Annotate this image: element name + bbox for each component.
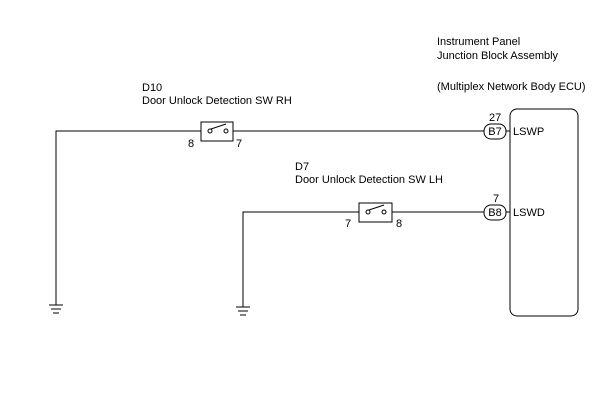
switch-rh-code: D10 <box>142 82 163 94</box>
ecu-title-line3: (Multiplex Network Body ECU) <box>437 81 586 93</box>
switch-lh-name: Door Unlock Detection SW LH <box>295 174 443 186</box>
ecu-title-line1: Instrument Panel <box>437 36 521 48</box>
terminal-b8-pin: 7 <box>493 193 499 205</box>
switch-lh-code: D7 <box>295 161 310 173</box>
switch-rh-pin-left: 8 <box>188 138 194 150</box>
terminal-b7-signal: LSWP <box>513 126 544 138</box>
wire-lh-ground <box>242 211 359 307</box>
switch-lh <box>358 202 393 223</box>
terminal-b8-signal: LSWD <box>513 207 545 219</box>
wire-rh-ground <box>55 130 201 305</box>
connector-b8 <box>483 204 507 221</box>
switch-rh <box>200 121 234 142</box>
switch-rh-pin-right: 7 <box>236 138 242 150</box>
ground-icon <box>49 304 63 314</box>
ecu-title-line2: Junction Block Assembly <box>437 50 559 62</box>
connector-b7 <box>483 123 507 140</box>
switch-lh-pin-left: 7 <box>345 218 351 230</box>
terminal-b7-pin: 27 <box>489 112 501 124</box>
terminal-b8-connector: B8 <box>488 207 501 219</box>
switch-lh-pin-right: 8 <box>396 218 402 230</box>
terminal-b7-connector: B7 <box>488 126 501 138</box>
ground-icon <box>236 306 250 316</box>
switch-rh-name: Door Unlock Detection SW RH <box>142 95 292 107</box>
